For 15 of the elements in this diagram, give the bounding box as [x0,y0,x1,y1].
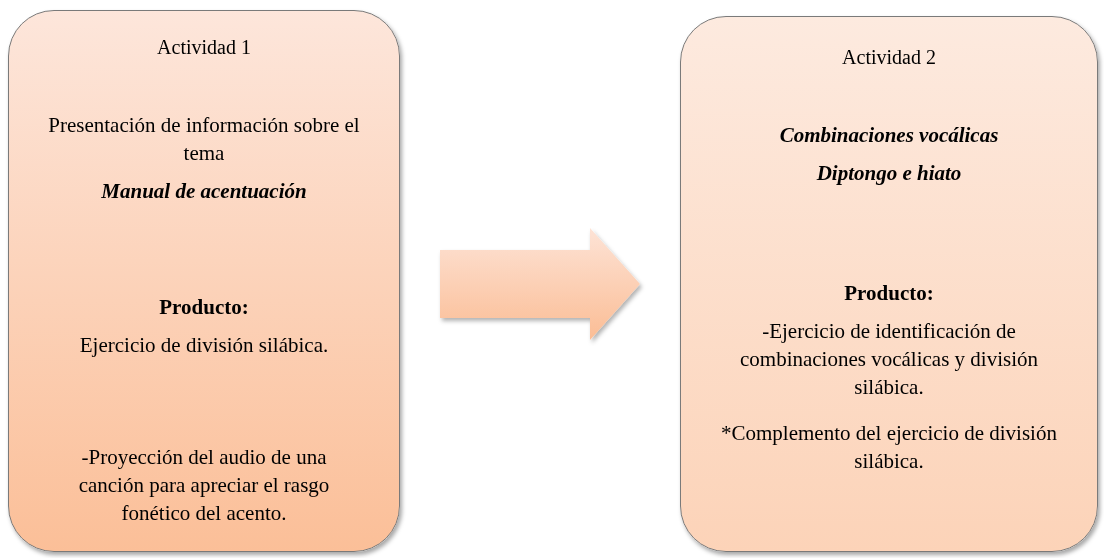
body-text: Ejercicio de división silábica. [78,332,330,359]
body-text: Presentación de información sobre el tema [47,112,361,167]
card-title: Actividad 2 [841,45,937,70]
topic-title: Diptongo e hiato [815,160,963,187]
section-heading: Producto: [843,280,935,307]
body-text: -Ejercicio de identificación de combinaciones vocálicas y división silábica. [739,318,1039,401]
topic-title: Manual de acentuación [100,178,308,205]
card-title: Actividad 1 [156,35,252,60]
body-text: -Proyección del audio de una canción para apreciar el rasgo fonético del acento. [77,444,331,527]
activity-card [8,10,400,552]
section-heading: Producto: [158,294,250,321]
block-arrow [440,228,640,340]
topic-title: Combinaciones vocálicas [778,122,1000,149]
activity-card [680,16,1098,552]
body-text: *Complemento del ejercicio de división silábica. [720,420,1058,475]
